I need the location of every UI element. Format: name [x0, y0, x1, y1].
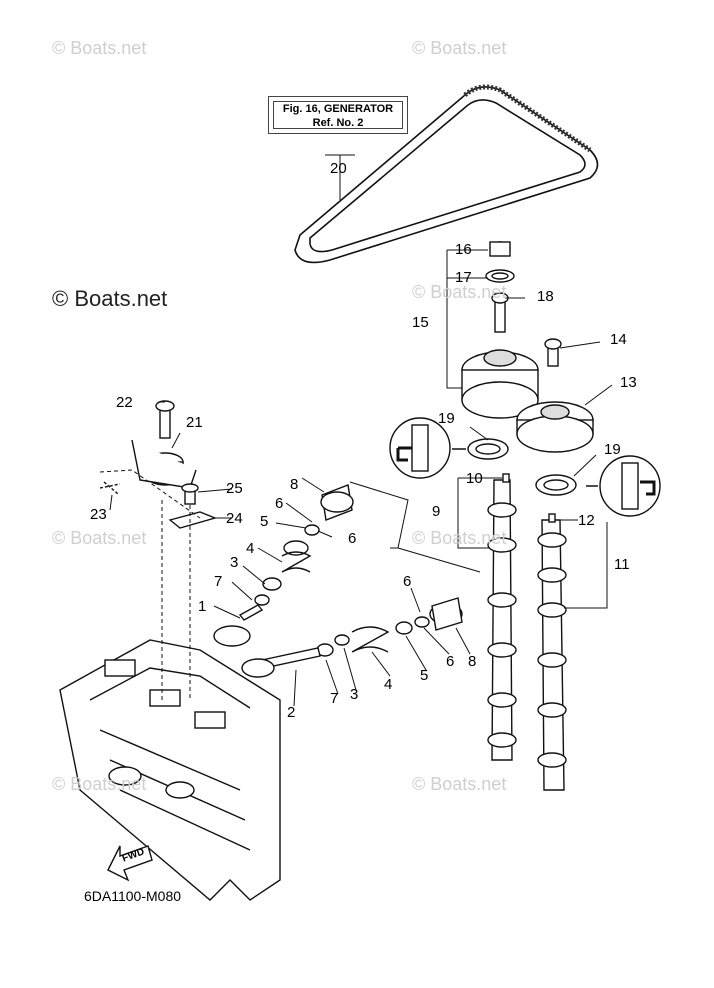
callout-24: 24 — [226, 510, 243, 527]
callout-25: 25 — [226, 480, 243, 497]
fwd-arrow — [107, 845, 153, 882]
callout-3: 3 — [230, 554, 239, 571]
callout-4: 4 — [384, 676, 393, 693]
reference-line-1: Fig. 16, GENERATOR — [282, 103, 394, 115]
tensioner-assembly — [99, 400, 218, 529]
callout-10: 10 — [466, 470, 483, 487]
diagram-code: 6DA1100-M080 — [84, 888, 182, 904]
timing-belt — [294, 84, 599, 264]
watermark-text: © Boats.net — [52, 38, 147, 58]
callout-4: 4 — [246, 540, 255, 557]
callout-8: 8 — [290, 476, 299, 493]
callout-16: 16 — [455, 241, 472, 258]
callout-5: 5 — [260, 513, 269, 530]
watermark-text: © Boats.net — [52, 528, 147, 548]
watermark-text: © Boats.net — [52, 774, 147, 794]
valve-train-parts — [213, 484, 463, 678]
callout-3: 3 — [350, 686, 359, 703]
cylinder-head — [59, 639, 281, 901]
watermark-text: © Boats.net — [412, 528, 507, 548]
callout-8: 8 — [468, 653, 477, 670]
callout-5: 5 — [420, 667, 429, 684]
reference-box-border — [273, 101, 403, 129]
cam-pulley-assembly — [461, 241, 594, 453]
callout-17: 17 — [455, 269, 472, 286]
callout-7: 7 — [330, 690, 339, 707]
callout-23: 23 — [90, 506, 107, 523]
callout-20: 20 — [330, 160, 347, 177]
reference-line-2: Ref. No. 2 — [312, 117, 364, 129]
callout-6: 6 — [275, 495, 284, 512]
callout-18: 18 — [537, 288, 554, 305]
leader-lines — [99, 154, 613, 707]
callout-19: 19 — [604, 441, 621, 458]
watermark-text: © Boats.net — [412, 282, 507, 302]
watermark-text: © Boats.net — [412, 774, 507, 794]
callout-11: 11 — [614, 556, 630, 573]
callout-21: 21 — [186, 414, 203, 431]
callout-2: 2 — [287, 704, 296, 721]
callout-6: 6 — [348, 530, 357, 547]
callout-6: 6 — [403, 573, 412, 590]
callout-6: 6 — [446, 653, 455, 670]
callout-12: 12 — [578, 512, 595, 529]
callout-15: 15 — [412, 314, 429, 331]
callout-1: 1 — [198, 598, 207, 615]
reference-box: Fig. 16, GENERATOR Ref. No. 2 — [268, 96, 408, 134]
callout-7: 7 — [214, 573, 223, 590]
oil-seals — [389, 417, 661, 517]
watermark-main: © Boats.net — [52, 286, 168, 311]
callout-9: 9 — [432, 503, 441, 520]
callout-22: 22 — [116, 394, 133, 411]
watermark-text: © Boats.net — [412, 38, 507, 58]
callout-19: 19 — [438, 410, 455, 427]
callout-14: 14 — [610, 331, 627, 348]
callout-13: 13 — [620, 374, 637, 391]
camshafts — [487, 473, 567, 791]
